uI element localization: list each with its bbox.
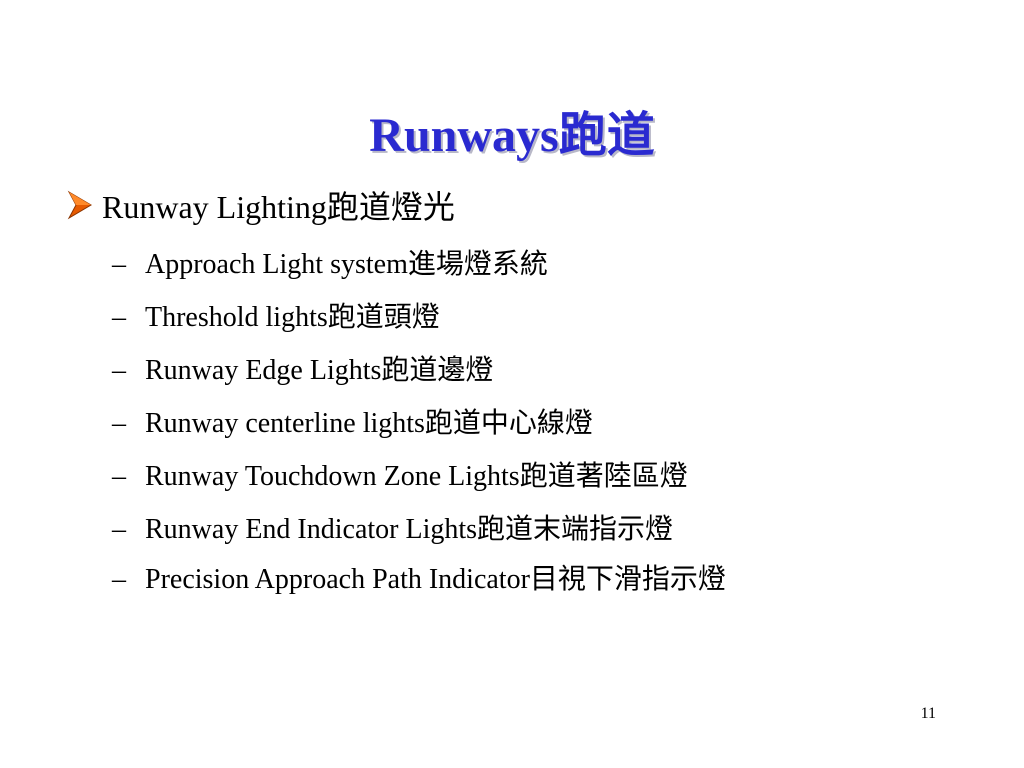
list-item-text: Approach Light system進場燈系統 [145,249,548,280]
arrow-bullet-icon [64,185,96,220]
list-item-text: Runway Edge Lights跑道邊燈 [145,355,494,386]
list-item: – Runway centerline lights跑道中心線燈 [112,397,952,450]
dash-marker: – [112,514,126,545]
list-item-text: Runway Touchdown Zone Lights跑道著陸區燈 [145,461,688,492]
list-item: – Precision Approach Path Indicator目視下滑指… [112,556,945,604]
list-item-text: Threshold lights跑道頭燈 [145,302,440,333]
list-item: – Approach Light system進場燈系統 [112,238,952,291]
sub-bullet-list: – Approach Light system進場燈系統 – Threshold… [112,238,952,604]
list-item-text: Runway centerline lights跑道中心線燈 [145,408,593,439]
list-item: – Runway Touchdown Zone Lights跑道著陸區燈 [112,450,952,503]
list-item: – Runway End Indicator Lights跑道末端指示燈 [112,503,952,556]
bullet-text: Runway Lighting跑道燈光 [102,189,455,225]
slide-title: Runways跑道 [369,109,655,162]
bullet-runway-lighting: Runway Lighting跑道燈光 [64,182,455,232]
dash-marker: – [112,355,126,386]
list-item-text: Precision Approach Path Indicator目視下滑指示燈 [145,564,726,595]
list-item-text: Runway End Indicator Lights跑道末端指示燈 [145,514,674,545]
dash-marker: – [112,249,126,280]
dash-marker: – [112,461,126,492]
dash-marker: – [112,408,126,439]
dash-marker: – [112,302,126,333]
page-number: 11 [920,705,936,722]
list-item: – Runway Edge Lights跑道邊燈 [112,344,952,397]
dash-marker: – [112,564,126,595]
list-item: – Threshold lights跑道頭燈 [112,291,952,344]
